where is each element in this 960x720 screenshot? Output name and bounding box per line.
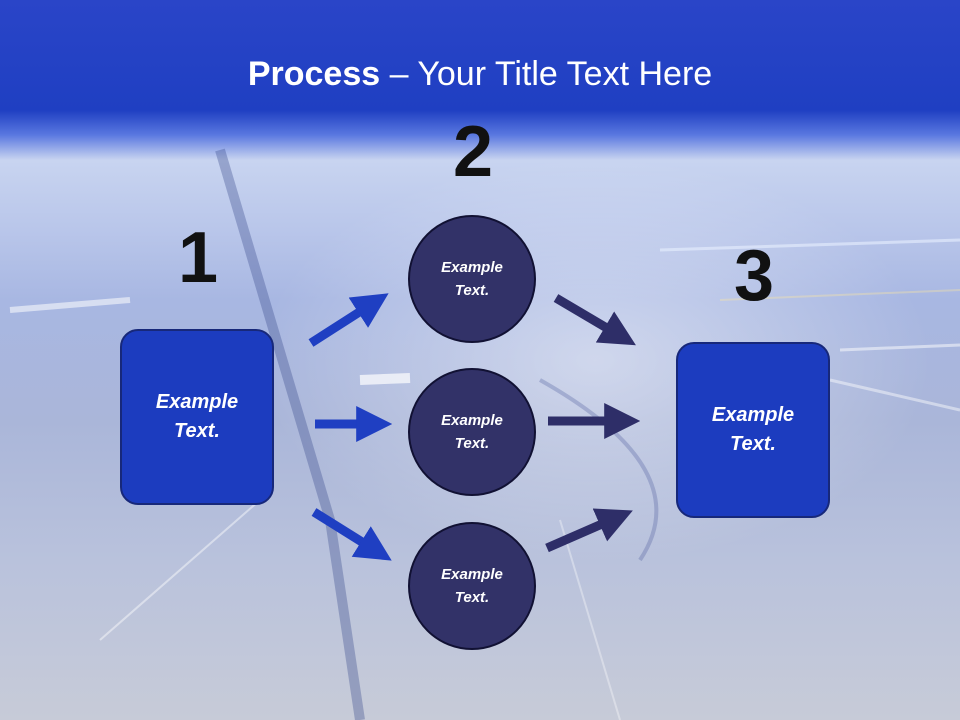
- step-3-label: Example Text.: [711, 404, 795, 455]
- step-2-label-top: Example Text.: [441, 259, 503, 299]
- step-2-circle-middle: Example Text.: [408, 368, 536, 496]
- step-2-label-bottom: Example Text.: [441, 566, 503, 606]
- step-number-2: 2: [452, 112, 494, 192]
- slide-title: Process – Your Title Text Here: [0, 52, 960, 96]
- step-number-1: 1: [177, 218, 219, 298]
- step-1-box: Example Text.: [120, 329, 274, 505]
- arrow-1-to-2-top: [308, 293, 389, 347]
- step-number-3: 3: [733, 236, 775, 316]
- arrow-1-to-2-bottom: [311, 508, 392, 561]
- title-rest: – Your Title Text Here: [380, 55, 713, 93]
- arrow-2-bottom-to-3: [545, 508, 633, 553]
- step-1-label: Example Text.: [155, 391, 239, 442]
- step-2-circle-bottom: Example Text.: [408, 522, 536, 650]
- step-3-box: Example Text.: [676, 342, 830, 518]
- step-2-label-middle: Example Text.: [441, 412, 503, 452]
- title-bold: Process: [247, 55, 381, 93]
- arrow-2-top-to-3: [553, 294, 636, 346]
- step-2-circle-top: Example Text.: [408, 215, 536, 343]
